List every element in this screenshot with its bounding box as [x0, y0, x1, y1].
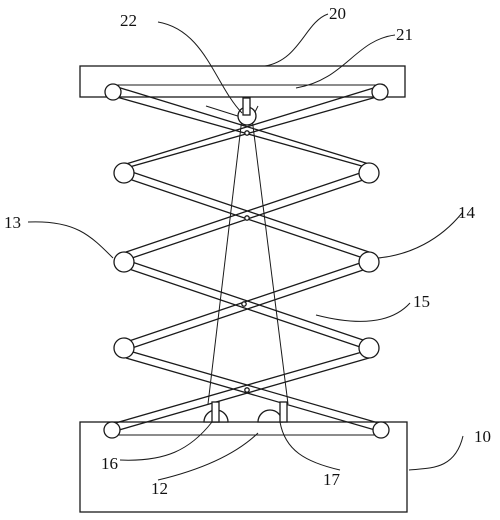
part-labels: 20 21 22 13 14 15 16 17 12 10	[4, 4, 491, 498]
label-14: 14	[458, 203, 476, 222]
pivot-2	[244, 215, 250, 221]
joint-left-1	[113, 162, 135, 184]
joint-right-1	[358, 162, 380, 184]
pivot-4	[244, 387, 250, 393]
top-plate	[79, 65, 406, 98]
label-22: 22	[120, 11, 137, 30]
label-15: 15	[413, 292, 430, 311]
top-left-joint	[104, 83, 122, 101]
cables	[205, 105, 289, 405]
label-12: 12	[151, 479, 168, 498]
scissor-arms	[111, 85, 383, 433]
base-box	[79, 421, 408, 513]
right-winch	[257, 401, 288, 423]
top-pulley	[237, 97, 257, 126]
bottom-right-joint	[372, 421, 390, 439]
joint-right-2	[358, 251, 380, 273]
joint-left-3	[113, 337, 135, 359]
joint-left-2	[113, 251, 135, 273]
leader-lines	[27, 13, 464, 481]
bottom-left-joint	[103, 421, 121, 439]
label-16: 16	[101, 454, 118, 473]
label-17: 17	[323, 470, 341, 489]
pivot-1	[244, 130, 250, 136]
left-winch	[203, 401, 229, 423]
pivot-3	[241, 301, 247, 307]
scissor-joints	[103, 83, 390, 439]
label-10: 10	[474, 427, 491, 446]
joint-right-3	[358, 337, 380, 359]
label-20: 20	[329, 4, 346, 23]
label-21: 21	[396, 25, 413, 44]
top-right-joint	[371, 83, 389, 101]
label-13: 13	[4, 213, 21, 232]
